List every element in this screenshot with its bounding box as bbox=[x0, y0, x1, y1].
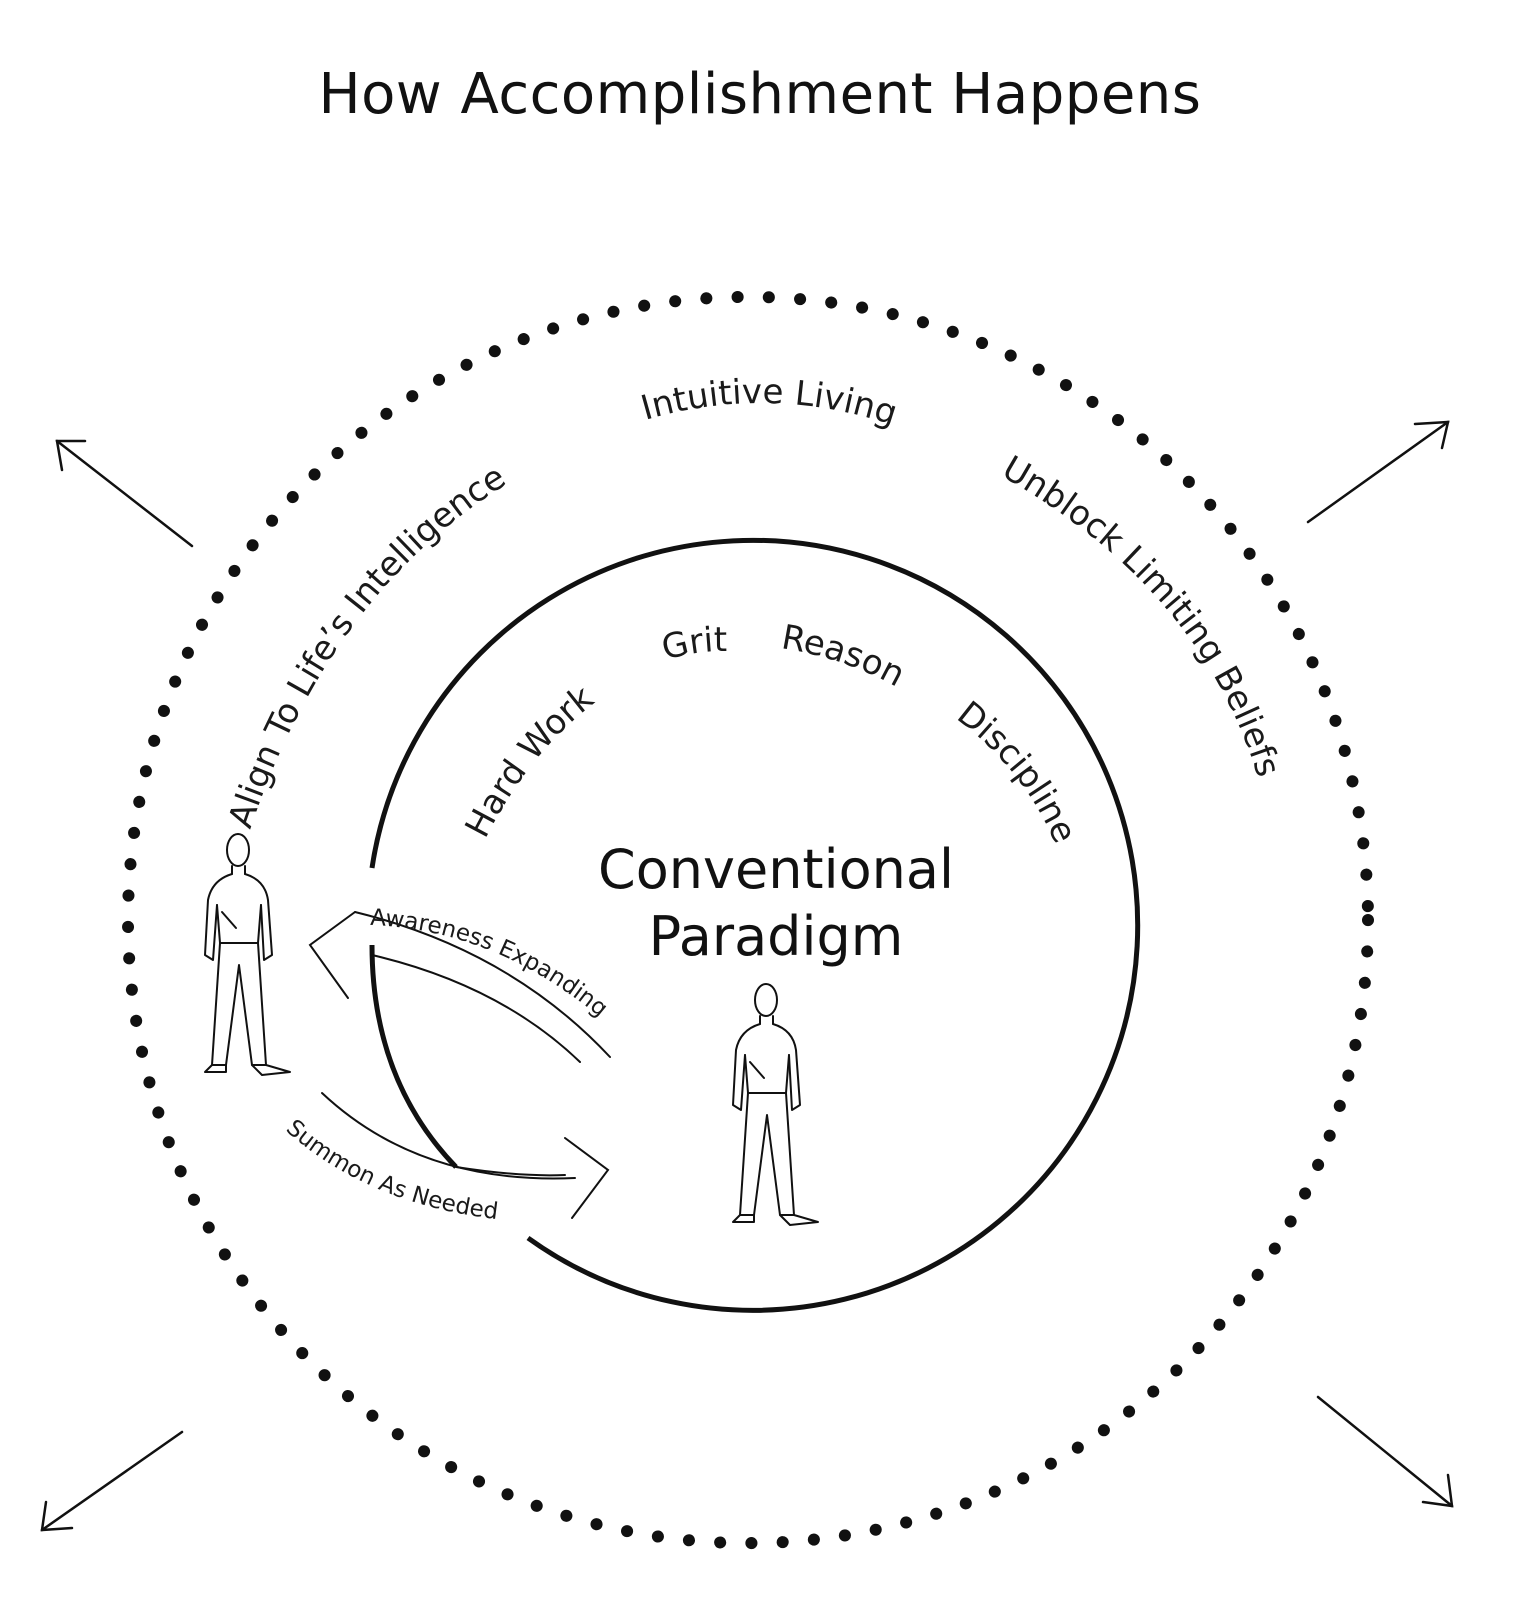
expand-arrow-bottom-left bbox=[42, 1432, 182, 1530]
label-hard-work: Hard Work bbox=[458, 678, 602, 844]
expand-arrow-top-left bbox=[57, 441, 192, 546]
label-intuitive-living: Intuitive Living bbox=[637, 372, 902, 434]
label-grit: Grit bbox=[658, 620, 728, 668]
center-label-line2: Paradigm bbox=[649, 905, 904, 968]
inner-circle-lower-segment bbox=[372, 945, 456, 1167]
label-align-to-lifes-intelligence: Align To Life’s Intelligence bbox=[221, 457, 513, 833]
label-reason: Reason bbox=[779, 617, 912, 695]
person-figure-inner bbox=[733, 984, 818, 1225]
expand-arrow-bottom-right bbox=[1318, 1397, 1452, 1506]
label-discipline: Discipline bbox=[950, 694, 1085, 849]
expand-arrow-top-right bbox=[1308, 422, 1448, 522]
center-label-line1: Conventional bbox=[598, 838, 954, 901]
label-unblock-limiting-beliefs: Unblock Limiting Beliefs bbox=[996, 448, 1288, 781]
person-figure-outer bbox=[205, 834, 290, 1075]
